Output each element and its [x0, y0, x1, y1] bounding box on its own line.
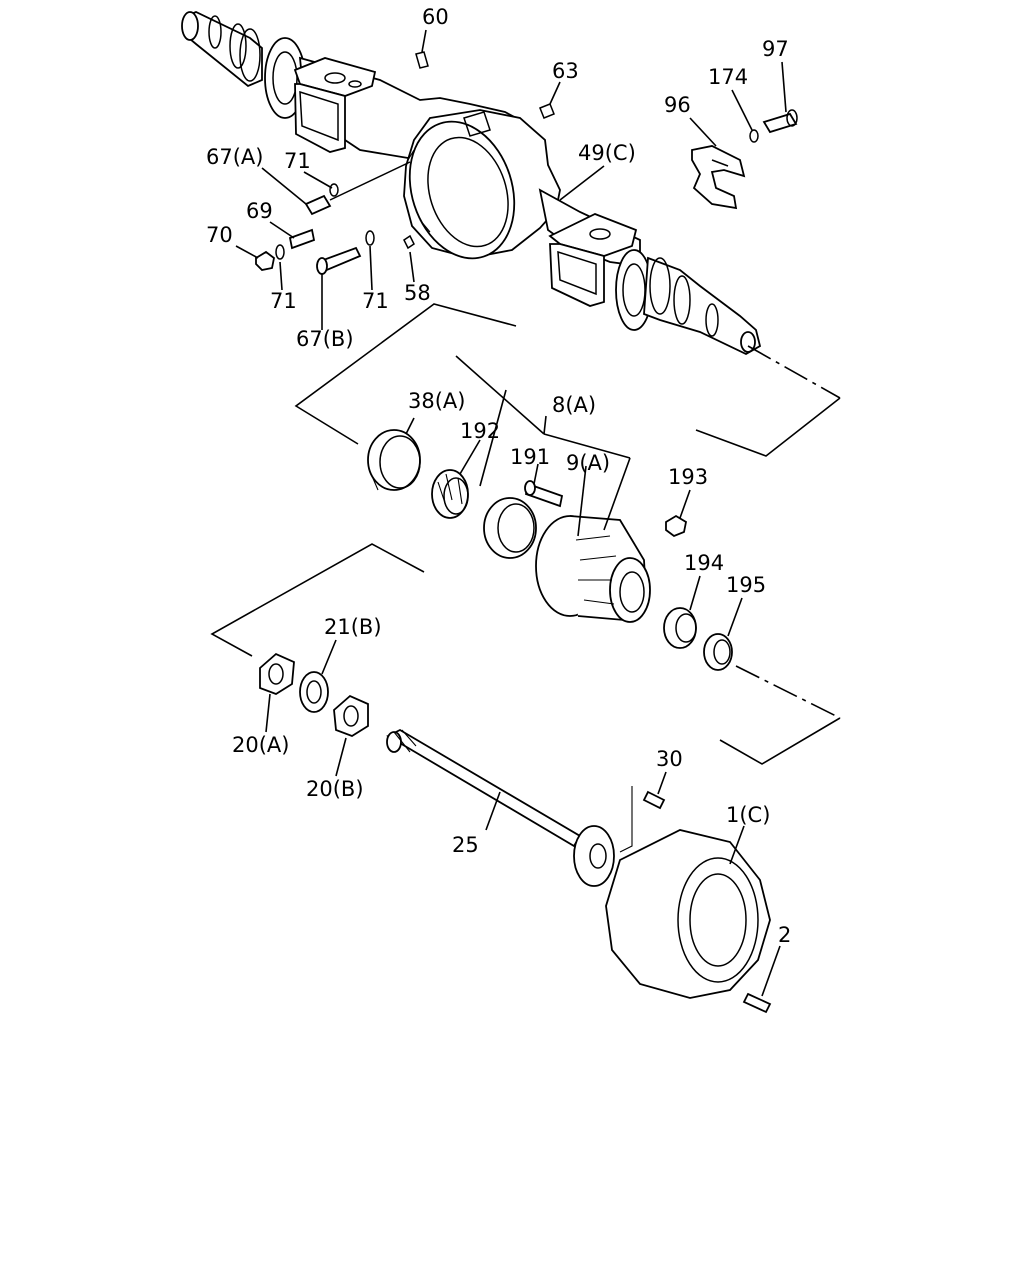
callout-174: 174 [708, 65, 748, 89]
nut-20b [333, 694, 369, 737]
nut-70 [255, 250, 275, 271]
callout-97: 97 [762, 37, 789, 61]
stud-9a [524, 480, 564, 508]
stud-69 [288, 228, 316, 250]
callout-49c: 49(C) [578, 141, 636, 165]
callout-8a: 8(A) [552, 393, 596, 417]
washer-174 [749, 129, 759, 143]
leader-lines [235, 29, 787, 997]
callout-60: 60 [422, 5, 449, 29]
callout-labels: 60 63 97 174 96 67(A) 71 49(C) 69 70 71 … [206, 5, 791, 947]
axle-housing [181, 11, 762, 356]
callout-67b: 67(B) [296, 327, 354, 351]
plug-63 [539, 103, 555, 119]
seal-38a [367, 429, 421, 491]
bearing-192 [431, 469, 469, 519]
bolt-30 [619, 786, 666, 853]
callout-30: 30 [656, 747, 683, 771]
lockwasher-21b [299, 671, 329, 713]
callout-25: 25 [452, 833, 479, 857]
race-191 [483, 497, 537, 559]
bolt-67b [316, 246, 362, 275]
race-194 [663, 607, 697, 649]
bolt-2 [742, 992, 772, 1014]
callout-9a: 9(A) [566, 451, 610, 475]
callout-21b: 21(B) [324, 615, 382, 639]
bearing-195 [703, 633, 733, 671]
callout-2: 2 [778, 923, 791, 947]
callout-193: 193 [668, 465, 708, 489]
callout-71b: 71 [270, 289, 297, 313]
hub-8a [535, 515, 651, 623]
callout-194: 194 [684, 551, 724, 575]
callout-38a: 38(A) [408, 389, 465, 413]
callout-20a: 20(A) [232, 733, 289, 757]
axle-shaft-25 [386, 728, 615, 887]
callout-70: 70 [206, 223, 233, 247]
callout-192: 192 [460, 419, 500, 443]
bolt-60 [415, 51, 429, 69]
washer-71a [329, 183, 339, 197]
callout-20b: 20(B) [306, 777, 364, 801]
callout-1c: 1(C) [726, 803, 770, 827]
callout-71c: 71 [362, 289, 389, 313]
washer-71b [275, 244, 285, 260]
callout-63: 63 [552, 59, 579, 83]
callout-96: 96 [664, 93, 691, 117]
callout-67a: 67(A) [206, 145, 263, 169]
callout-71a: 71 [284, 149, 311, 173]
callout-58: 58 [404, 281, 431, 305]
bracket-96 [691, 145, 746, 210]
callout-191: 191 [510, 445, 550, 469]
callout-195: 195 [726, 573, 766, 597]
bolt-97 [762, 109, 798, 134]
nut-20a [259, 652, 295, 695]
washer-71c [365, 230, 375, 246]
callout-69: 69 [246, 199, 273, 223]
bolt-67a [304, 161, 411, 216]
brake-drum-1c [605, 829, 771, 999]
nut-193 [665, 514, 688, 538]
